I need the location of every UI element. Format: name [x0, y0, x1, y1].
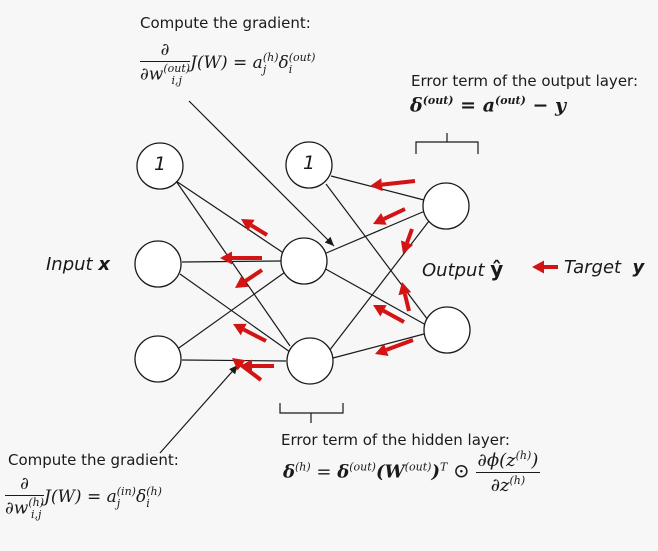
bias-input-node	[136, 142, 184, 190]
bias-hidden-label: 1	[303, 152, 316, 174]
compute-gradient-bottom-label: Compute the gradient:	[8, 451, 179, 469]
backprop-arrow-head	[220, 251, 232, 265]
target-variable: y	[632, 257, 645, 278]
output-variable: ŷ	[490, 257, 504, 281]
output-label: Output ŷ	[422, 257, 504, 281]
backprop-arrow-head	[370, 178, 383, 192]
backprop-arrow-head	[373, 305, 387, 317]
pointer-arrow-bottom	[159, 364, 239, 454]
error-output-label: Error term of the output layer:	[411, 72, 638, 90]
backprop-arrow-head	[375, 343, 389, 356]
backprop-arrow-head	[232, 358, 246, 371]
backprop-arrow-shaft	[382, 309, 405, 324]
hidden-error-equation: δ(h) = δ(out)(W(out))T ⊙ ∂ϕ(z(h)) ∂z(h)	[283, 449, 541, 496]
target-label: Target y	[564, 257, 645, 278]
backprop-arrow-shaft	[405, 228, 414, 244]
backprop-arrow-head	[532, 260, 544, 274]
backprop-arrows	[220, 178, 558, 382]
hidden-output-connections	[321, 175, 430, 359]
output-error-equation: δ(out) = a(out) − y	[410, 94, 567, 117]
backprop-arrow-shaft	[242, 327, 267, 343]
output-node-1	[422, 182, 470, 230]
backprop-arrow-shaft	[385, 338, 414, 352]
backprop-arrow-shaft	[381, 179, 416, 187]
input-variable: x	[98, 254, 110, 275]
backprop-arrow-shaft	[240, 363, 263, 382]
backprop-arrow-shaft	[243, 268, 264, 284]
backprop-arrow-shaft	[250, 223, 269, 237]
hidden-node-2	[286, 337, 334, 385]
backprop-arrow-shaft	[383, 207, 406, 221]
backprop-arrow-head	[241, 219, 255, 231]
compute-gradient-top-label: Compute the gradient:	[140, 14, 311, 32]
input-node-2	[134, 335, 182, 383]
input-label: Input x	[46, 254, 110, 275]
input-node-1	[134, 240, 182, 288]
hidden-brace	[279, 403, 344, 423]
backprop-arrow-head	[373, 213, 387, 225]
error-hidden-label: Error term of the hidden layer:	[281, 431, 510, 449]
hidden-node-1	[280, 237, 328, 285]
pointer-arrow-top	[188, 100, 335, 247]
backprop-arrow-shaft	[402, 293, 411, 312]
bias-input-label: 1	[154, 153, 167, 175]
backprop-arrow-head	[400, 240, 414, 254]
backprop-arrow-head	[235, 275, 249, 288]
backprop-arrow-head	[398, 282, 412, 296]
output-node-2	[423, 306, 471, 354]
backprop-arrow-head	[233, 323, 247, 336]
output-brace	[415, 133, 479, 154]
input-hidden-connections	[175, 180, 291, 362]
bias-hidden-node	[285, 141, 333, 189]
